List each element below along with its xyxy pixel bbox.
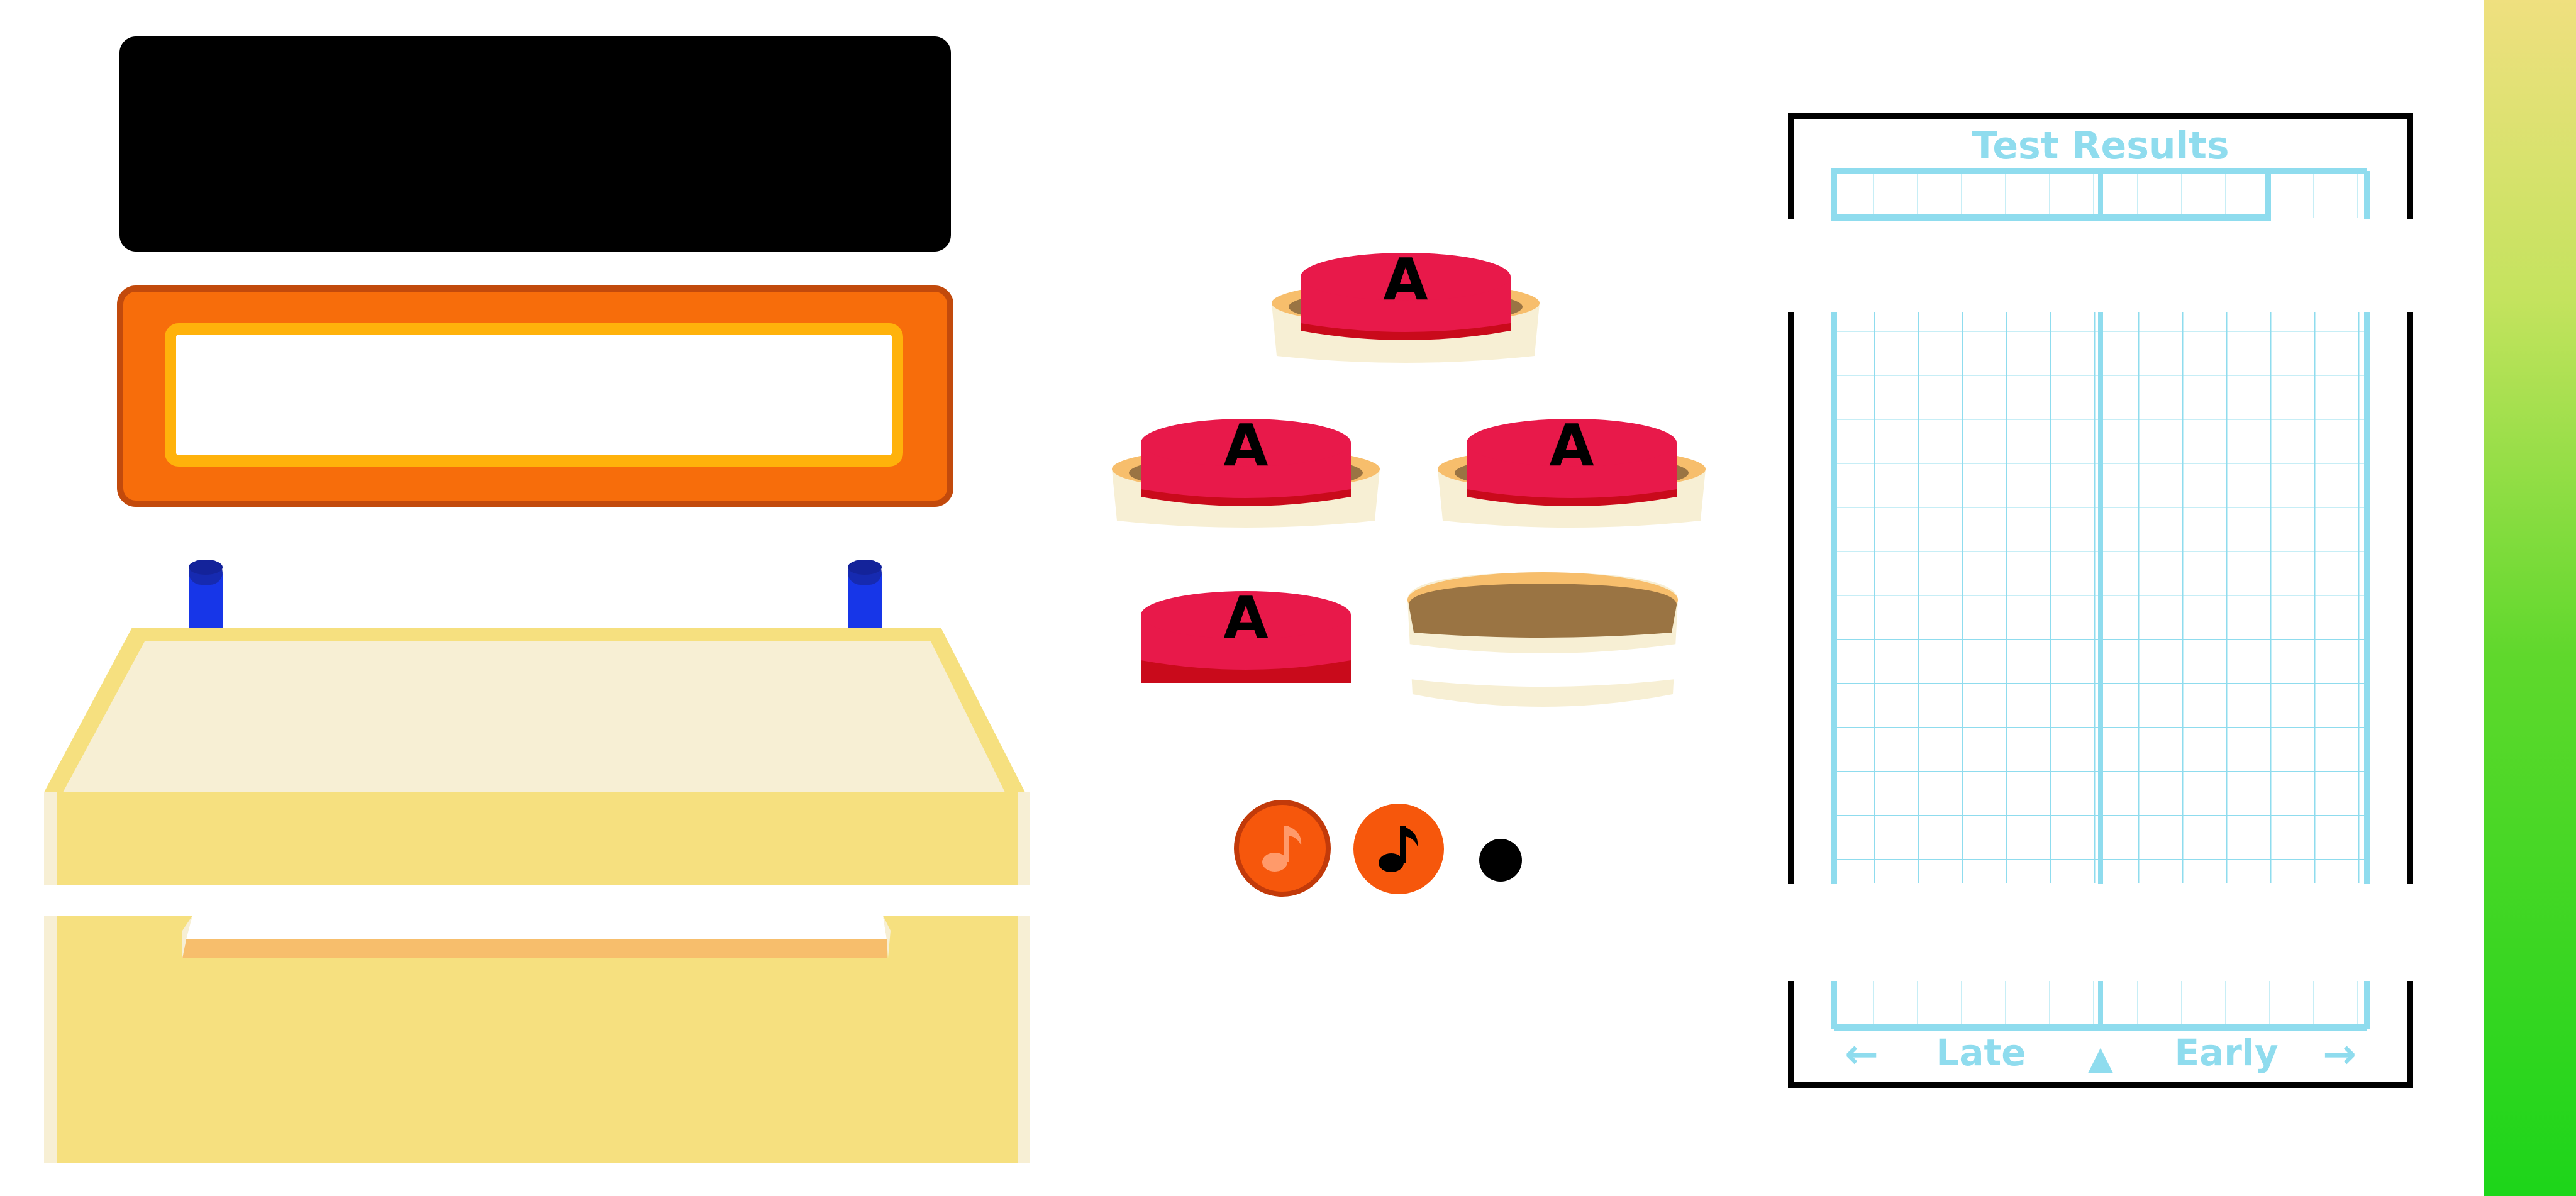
score-gradient-bar: [2484, 0, 2576, 1196]
button-letter: A: [1223, 415, 1268, 479]
results-title: Test Results: [1972, 124, 2229, 168]
arcade-button-middle-left[interactable]: A: [1104, 415, 1387, 541]
arrow-left-icon: ←: [1845, 1031, 1879, 1078]
empty-button-base: [1407, 572, 1678, 707]
crate: [44, 560, 1030, 1163]
button-letter: A: [1223, 585, 1268, 651]
music-note-icon: [1262, 826, 1302, 872]
sound-button[interactable]: [1353, 804, 1444, 894]
music-note-icon: [1379, 826, 1418, 872]
label-window: [165, 323, 903, 467]
sound-button-pressed[interactable]: [1234, 800, 1331, 897]
late-label: Late: [1936, 1031, 2026, 1074]
test-results-panel: Test Results ← Late ▲ Early →: [1788, 113, 2413, 1088]
display-screen: [119, 36, 951, 252]
indicator-dot: [1479, 839, 1522, 882]
button-letter: A: [1383, 249, 1428, 313]
early-label: Early: [2174, 1031, 2278, 1074]
arcade-button-middle-right[interactable]: A: [1430, 415, 1713, 541]
button-letter: A: [1549, 415, 1594, 479]
arrow-right-icon: →: [2323, 1031, 2357, 1078]
arcade-button-top[interactable]: A: [1264, 249, 1547, 375]
center-marker: ▲: [2088, 1039, 2113, 1077]
label-frame: [117, 285, 953, 507]
arcade-button-bottom-left[interactable]: A: [1136, 585, 1356, 692]
